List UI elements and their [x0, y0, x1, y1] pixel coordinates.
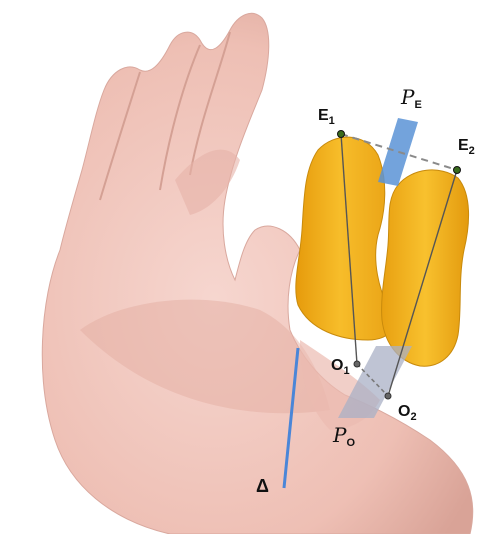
e1-label: E1 — [318, 107, 335, 127]
o2-label: O2 — [398, 403, 417, 423]
e2-point — [454, 167, 461, 174]
o1-point — [354, 361, 360, 367]
e1-point — [338, 131, 345, 138]
finger-right — [382, 170, 469, 366]
finger-left — [296, 137, 394, 340]
pe-label: PE — [400, 85, 422, 111]
e2-label: E2 — [458, 137, 475, 157]
o2-point — [385, 393, 391, 399]
delta-label: Δ — [256, 476, 269, 496]
